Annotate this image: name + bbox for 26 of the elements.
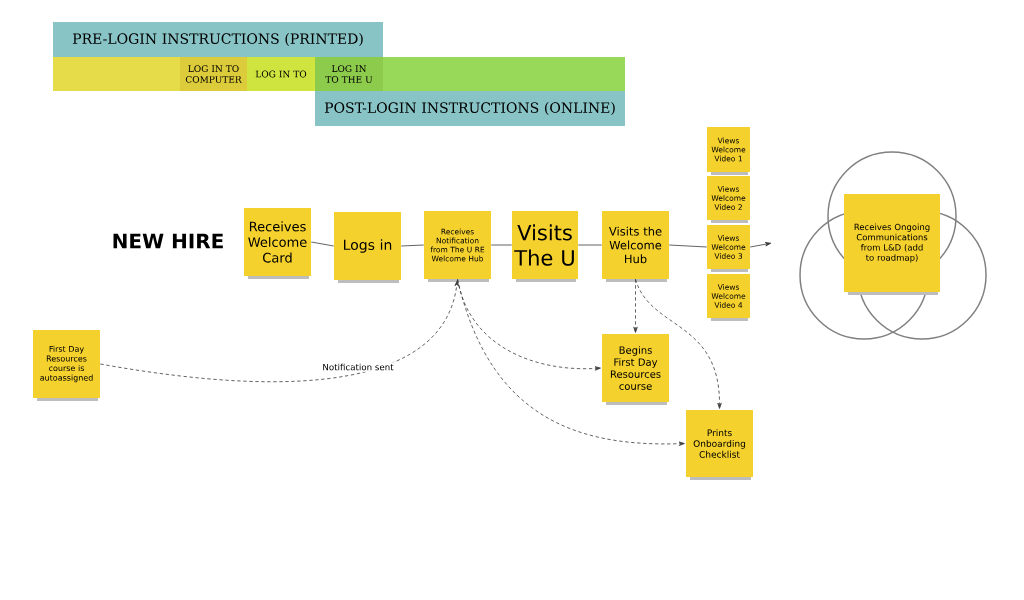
connector-line <box>577 244 603 246</box>
sticky-note: Begins First Day Resources course <box>602 334 669 405</box>
color-bar <box>383 57 625 91</box>
connector-line <box>668 242 772 248</box>
sticky-note: Visits the Welcome Hub <box>602 211 669 282</box>
sticky-note: First Day Resources course is autoassigned <box>33 330 100 401</box>
color-bar <box>53 57 180 91</box>
sticky-note: Prints Onboarding Checklist <box>686 410 753 480</box>
connector-line <box>310 241 335 247</box>
instruction-band: LOG IN TO COMPUTER <box>180 57 247 91</box>
instruction-band: POST-LOGIN INSTRUCTIONS (ONLINE) <box>315 91 625 126</box>
sticky-note: Receives Ongoing Communications from L&D (add to roadmap) <box>844 194 940 295</box>
sticky-note: Visits The U <box>512 211 578 282</box>
dashed-arrow <box>457 278 685 446</box>
sticky-note: Receives Welcome Card <box>244 208 311 279</box>
dashed-arrow <box>633 278 638 333</box>
sticky-note: Logs in <box>334 212 401 283</box>
instruction-band: LOG IN TO <box>247 57 315 91</box>
dashed-arrow <box>99 280 459 383</box>
connector-line <box>400 244 425 247</box>
instruction-band: PRE-LOGIN INSTRUCTIONS (PRINTED) <box>53 22 383 57</box>
dashed-arrow <box>635 278 722 409</box>
connector-line <box>490 244 513 246</box>
instruction-band: LOG IN TO THE U <box>315 57 383 91</box>
edge-label: Notification sent <box>321 362 395 372</box>
heading: NEW HIRE <box>113 233 223 249</box>
